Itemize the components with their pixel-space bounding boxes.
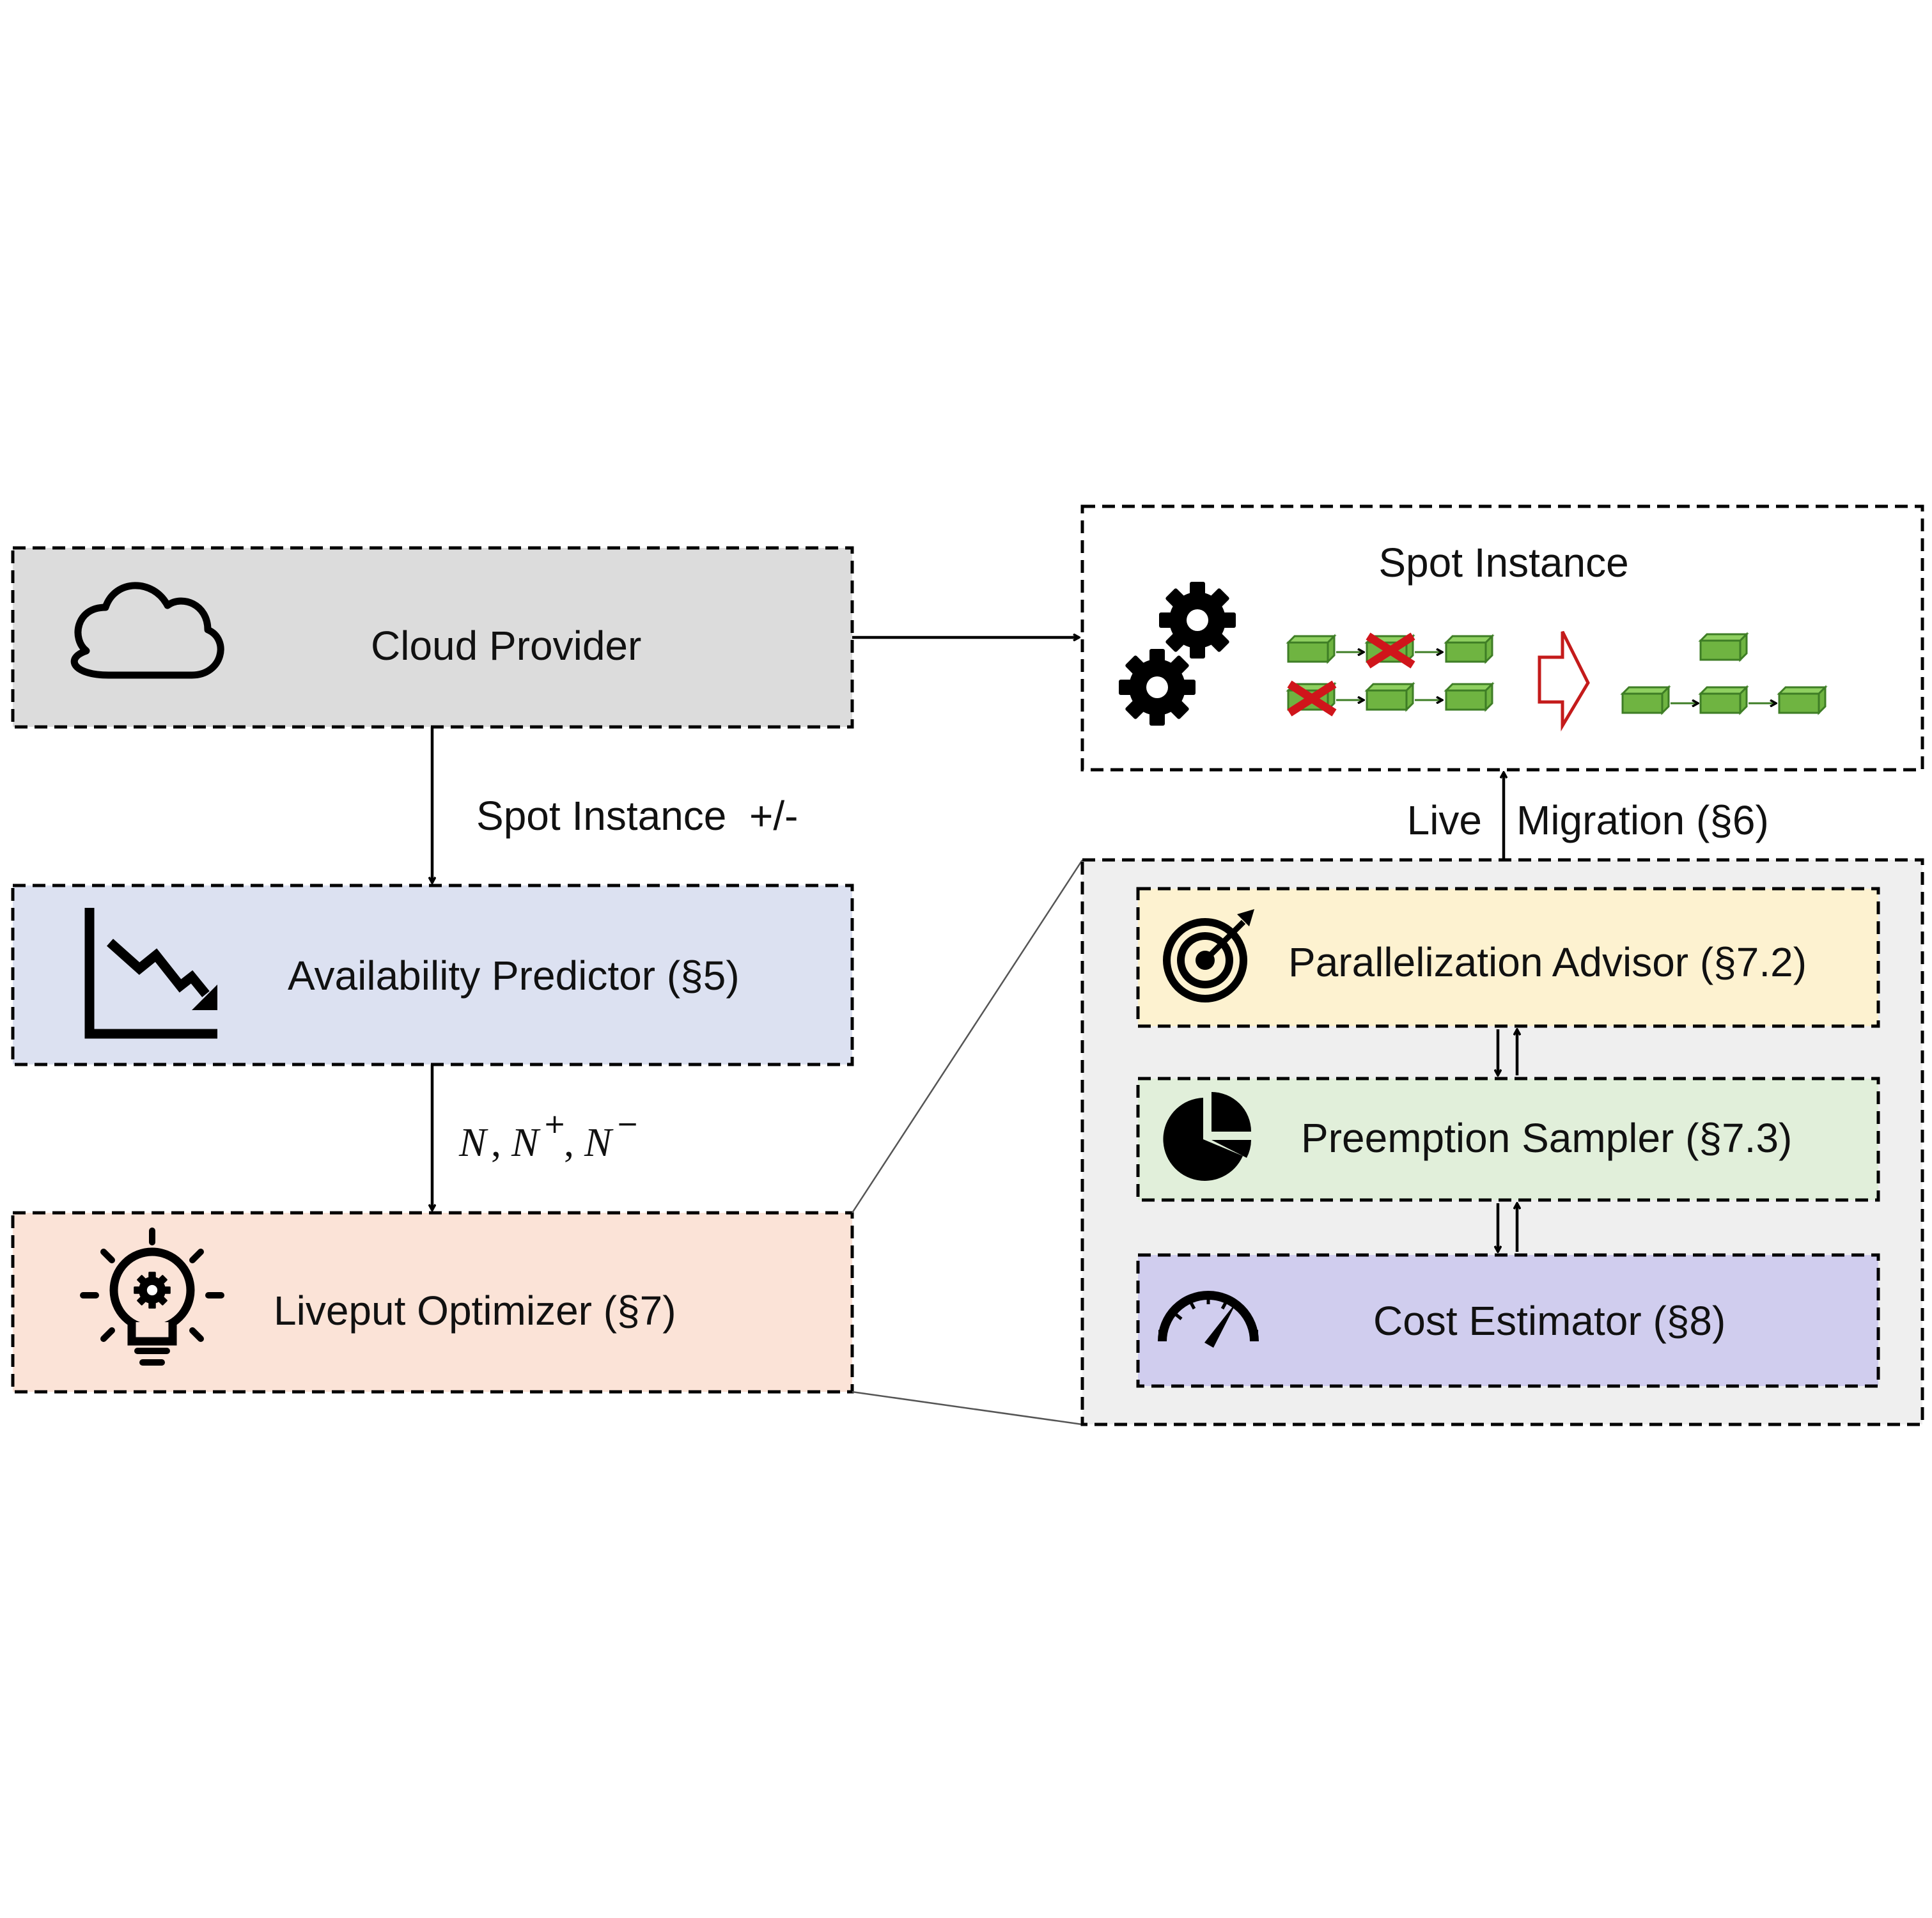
pipeline-block <box>1445 683 1493 711</box>
pipeline-before <box>1287 632 1493 717</box>
failure-cross-icon <box>1366 632 1415 669</box>
availability-predictor-label: Availability Predictor (§5) <box>288 953 740 999</box>
optimizer-detail-panel: Parallelization Advisor (§7.2) Preemptio… <box>1080 858 1924 1426</box>
spot-instance-label: Spot Instance <box>1378 540 1628 586</box>
cloud-provider-node: Cloud Provider <box>11 546 854 729</box>
pipeline-block <box>1699 686 1748 714</box>
migration-label: Migration (§6) <box>1516 797 1769 843</box>
parallelization-advisor-node: Parallelization Advisor (§7.2) <box>1136 887 1880 1028</box>
plus-superscript: + <box>543 1108 566 1139</box>
cost-estimator-label: Cost Estimator (§8) <box>1373 1298 1726 1344</box>
preemption-sampler-node: Preemption Sampler (§7.3) <box>1136 1077 1880 1202</box>
cloud-icon <box>70 582 224 679</box>
pipeline-block <box>1445 635 1493 663</box>
zoom-connector-top <box>851 859 1084 1213</box>
pipeline-block <box>1778 686 1827 714</box>
instance-count-label: N , N + , N − <box>458 1108 639 1165</box>
liveput-optimizer-label: Liveput Optimizer (§7) <box>274 1288 676 1334</box>
spot-instance-node: Spot Instance <box>1080 504 1924 772</box>
liveput-optimizer-node: Liveput Optimizer (§7) <box>11 1211 854 1394</box>
minus-superscript: − <box>616 1108 639 1139</box>
availability-predictor-node: Availability Predictor (§5) <box>11 884 854 1066</box>
pipeline-block <box>1366 683 1414 711</box>
cost-estimator-box <box>1136 1253 1880 1388</box>
spot-change-label: Spot Instance +/- <box>476 793 798 839</box>
failure-cross-icon <box>1287 680 1337 717</box>
pipeline-block <box>1621 686 1670 714</box>
trend-down-icon <box>84 908 217 1039</box>
speedometer-icon <box>1158 1291 1259 1348</box>
live-label: Live <box>1407 797 1482 843</box>
n-plus-symbol: N <box>511 1119 541 1165</box>
target-icon <box>1163 909 1254 1002</box>
cost-estimator-node: Cost Estimator (§8) <box>1136 1253 1880 1388</box>
bidirectional-arrow-advisor-sampler <box>1498 1029 1517 1075</box>
comma-2: , <box>564 1119 574 1165</box>
preemption-sampler-box <box>1136 1077 1880 1202</box>
pipeline-block <box>1699 633 1748 661</box>
zoom-connector-bottom <box>852 1391 1083 1426</box>
pipeline-block <box>1287 635 1336 663</box>
n-minus-symbol: N <box>584 1119 614 1165</box>
preemption-sampler-label: Preemption Sampler (§7.3) <box>1301 1115 1792 1161</box>
pipeline-after <box>1621 633 1827 714</box>
comma-1: , <box>491 1119 501 1165</box>
cloud-provider-label: Cloud Provider <box>371 623 641 669</box>
lightbulb-gear-icon <box>80 1228 224 1366</box>
n-symbol: N <box>458 1119 488 1165</box>
bidirectional-arrow-sampler-estimator <box>1498 1203 1517 1252</box>
pie-chart-icon <box>1163 1092 1251 1181</box>
hollow-arrow-right-icon <box>1538 630 1590 732</box>
cloud-provider-box <box>11 546 854 729</box>
parallelization-advisor-label: Parallelization Advisor (§7.2) <box>1288 939 1807 985</box>
parallelization-advisor-box <box>1136 887 1880 1028</box>
